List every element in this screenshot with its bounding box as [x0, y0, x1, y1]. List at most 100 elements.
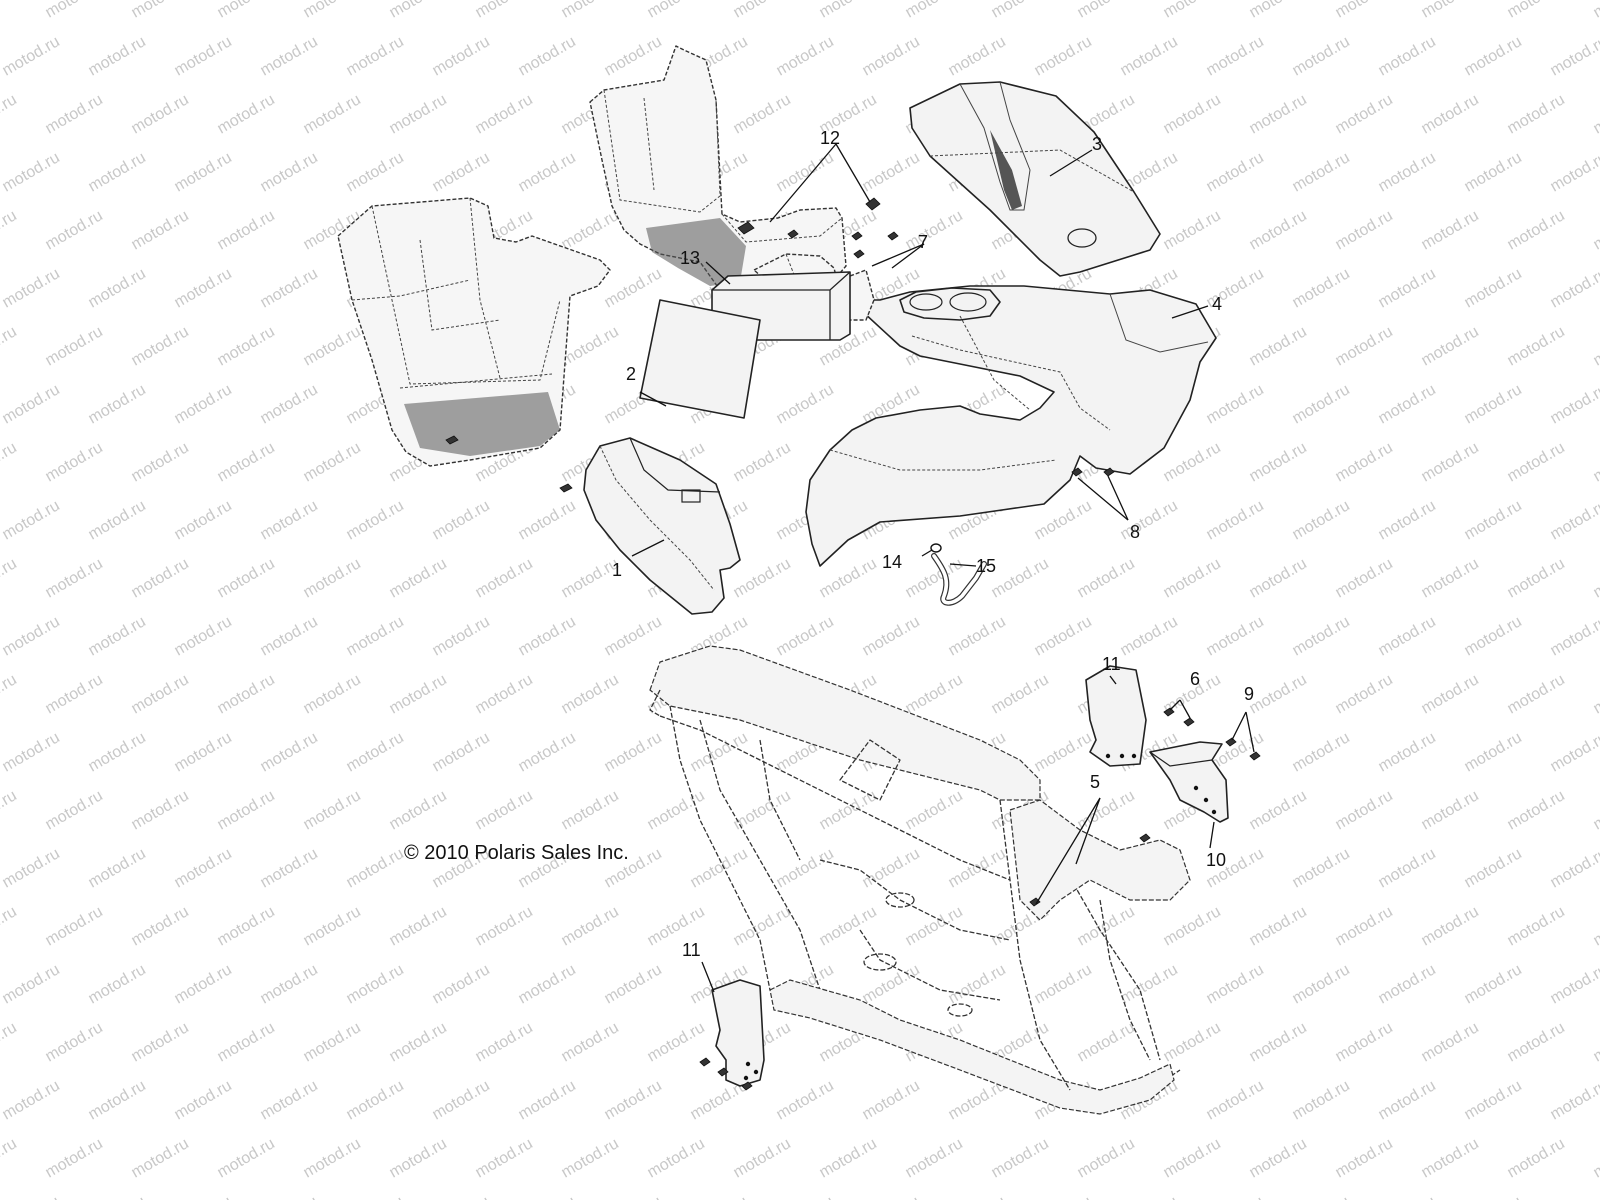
watermark-text: motod.ru [86, 33, 149, 79]
watermark-text: motod.ru [258, 1077, 321, 1123]
watermark-text: motod.ru [258, 265, 321, 311]
watermark-text: motod.ru [129, 1019, 192, 1065]
watermark-text: motod.ru [1548, 33, 1600, 79]
watermark-text: motod.ru [129, 323, 192, 369]
part-15-hose [931, 553, 987, 606]
watermark-text: motod.ru [344, 613, 407, 659]
watermark-text: motod.ru [344, 1193, 407, 1200]
watermark-text: motod.ru [1247, 671, 1310, 717]
watermark-text: motod.ru [43, 671, 106, 717]
watermark-text: motod.ru [0, 33, 63, 79]
callout-11-upper: 11 [1102, 654, 1121, 674]
watermark-text: motod.ru [1376, 961, 1439, 1007]
callouts: 1 2 3 4 5 6 7 8 9 10 11 11 12 13 14 15 [612, 128, 1254, 960]
watermark-text: motod.ru [774, 1193, 837, 1200]
watermark-text: motod.ru [1075, 787, 1138, 833]
watermark-text: motod.ru [602, 729, 665, 775]
watermark-text: motod.ru [86, 265, 149, 311]
watermark-text: motod.ru [860, 33, 923, 79]
watermark-text: motod.ru [86, 961, 149, 1007]
watermark-text: motod.ru [129, 91, 192, 137]
watermark-text: motod.ru [946, 845, 1009, 891]
watermark-text: motod.ru [301, 91, 364, 137]
watermark-text: motod.ru [1333, 1135, 1396, 1181]
watermark-text: motod.ru [1247, 323, 1310, 369]
watermark-text: motod.ru [473, 671, 536, 717]
watermark-text: motod.ru [903, 555, 966, 601]
watermark-text: motod.ru [344, 729, 407, 775]
watermark-text: motod.ru [172, 1077, 235, 1123]
watermark-text: motod.ru [0, 845, 63, 891]
fasteners [445, 197, 1261, 1091]
watermark-text: motod.ru [1462, 33, 1525, 79]
watermark-text: motod.ru [1376, 149, 1439, 195]
watermark-text: motod.ru [129, 787, 192, 833]
watermark-text: motod.ru [1462, 149, 1525, 195]
watermark-text: motod.ru [430, 149, 493, 195]
watermark-text: motod.ru [516, 1193, 579, 1200]
watermark-text: motod.ru [559, 1135, 622, 1181]
watermark-text: motod.ru [559, 0, 622, 21]
watermark-text: motod.ru [1290, 961, 1353, 1007]
watermark-text: motod.ru [1247, 903, 1310, 949]
watermark-text: motod.ru [1161, 207, 1224, 253]
watermark-text: motod.ru [86, 497, 149, 543]
watermark-text: motod.ru [1505, 1135, 1568, 1181]
watermark-text: motod.ru [602, 961, 665, 1007]
callout-4: 4 [1212, 294, 1222, 314]
watermark-text: motod.ru [1247, 207, 1310, 253]
watermark-text: motod.ru [1548, 1193, 1600, 1200]
watermark-text: motod.ru [215, 671, 278, 717]
watermark-text: motod.ru [1075, 1019, 1138, 1065]
watermark-text: motod.ru [1591, 1019, 1600, 1065]
watermark-text: motod.ru [129, 555, 192, 601]
watermark-text: motod.ru [774, 1077, 837, 1123]
watermark-text: motod.ru [1290, 1193, 1353, 1200]
watermark-text: motod.ru [1290, 497, 1353, 543]
watermark-text: motod.ru [1161, 903, 1224, 949]
watermark-text: motod.ru [86, 149, 149, 195]
watermark-text: motod.ru [258, 729, 321, 775]
watermark-text: motod.ru [1591, 91, 1600, 137]
watermark-text: motod.ru [602, 613, 665, 659]
watermark-text: motod.ru [1204, 1077, 1267, 1123]
watermark-text: motod.ru [473, 903, 536, 949]
watermark-text: motod.ru [0, 265, 63, 311]
watermark-text: motod.ru [1118, 497, 1181, 543]
watermark-text: motod.ru [645, 787, 708, 833]
watermark-text: motod.ru [172, 613, 235, 659]
watermark-text: motod.ru [817, 0, 880, 21]
watermark-text: motod.ru [516, 961, 579, 1007]
watermark-text: motod.ru [731, 555, 794, 601]
watermark-text: motod.ru [0, 1019, 20, 1065]
watermark-text: motod.ru [1548, 497, 1600, 543]
watermark-text: motod.ru [688, 1193, 751, 1200]
watermark-text: motod.ru [129, 207, 192, 253]
watermark-text: motod.ru [645, 0, 708, 21]
watermark-text: motod.ru [860, 845, 923, 891]
watermark-text: motod.ru [1548, 149, 1600, 195]
watermark-text: motod.ru [387, 671, 450, 717]
watermark-text: motod.ru [1075, 1135, 1138, 1181]
watermark-text: motod.ru [301, 787, 364, 833]
watermark-text: motod.ru [344, 961, 407, 1007]
watermark-text: motod.ru [1505, 903, 1568, 949]
watermark-text: motod.ru [430, 33, 493, 79]
watermark-text: motod.ru [731, 1135, 794, 1181]
watermark-text: motod.ru [0, 381, 63, 427]
watermark-text: motod.ru [172, 33, 235, 79]
watermark-text: motod.ru [0, 961, 63, 1007]
watermark-text: motod.ru [1505, 1019, 1568, 1065]
watermark-text: motod.ru [817, 903, 880, 949]
watermark-text: motod.ru [1204, 961, 1267, 1007]
watermark-text: motod.ru [774, 845, 837, 891]
watermark-text: motod.ru [43, 787, 106, 833]
watermark-text: motod.ru [0, 1193, 63, 1200]
watermark-text: motod.ru [1419, 671, 1482, 717]
watermark-text: motod.ru [774, 33, 837, 79]
watermark-text: motod.ru [1376, 33, 1439, 79]
watermark-text: motod.ru [903, 1135, 966, 1181]
watermark-text: motod.ru [1290, 149, 1353, 195]
watermark-text: motod.ru [1591, 323, 1600, 369]
watermark-text: motod.ru [1333, 671, 1396, 717]
